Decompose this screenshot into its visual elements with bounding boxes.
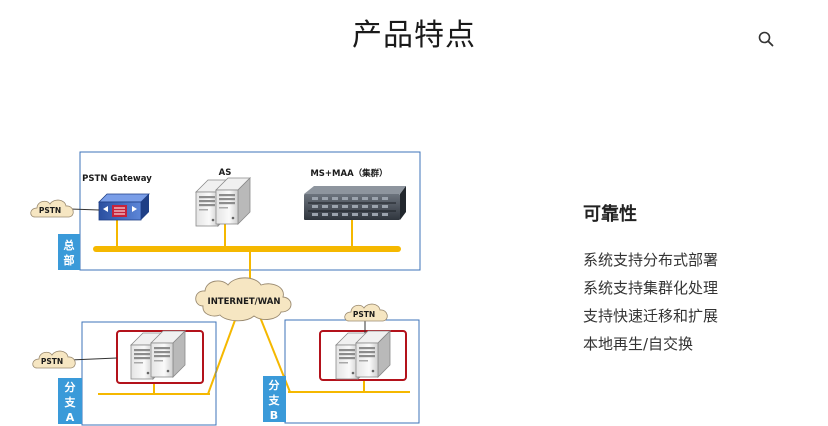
internet-wan-cloud: INTERNET/WAN — [195, 277, 292, 322]
branch-b-label: 分 支 B — [263, 376, 286, 422]
branch-a-pstn-cloud: PSTN — [32, 350, 76, 369]
feature-item: 系统支持集群化处理 — [583, 279, 719, 297]
feature-item: 系统支持分布式部署 — [583, 251, 719, 269]
hq-pstn-link — [69, 208, 100, 211]
hq-label-line-2: 部 — [64, 253, 75, 267]
branch-b-label-line-3: B — [270, 409, 278, 422]
hq-label: 总 部 — [58, 234, 80, 270]
branch-b-server-frame — [319, 330, 407, 381]
as-label: AS — [219, 168, 232, 178]
feature-item: 支持快速迁移和扩展 — [583, 307, 719, 325]
hq-pstn-cloud: PSTN — [30, 199, 74, 218]
branch-a-label-line-2: 支 — [64, 395, 77, 409]
pstn-gateway-device — [98, 193, 150, 221]
branch-a-label: 分 支 A — [58, 378, 82, 424]
svg-text:PSTN: PSTN — [39, 206, 61, 215]
branch-a-servers — [130, 330, 186, 380]
branch-b-servers — [335, 330, 391, 380]
branch-a-pstn-link — [69, 357, 118, 361]
svg-text:INTERNET/WAN: INTERNET/WAN — [208, 297, 281, 307]
svg-text:PSTN: PSTN — [353, 310, 375, 319]
branch-a-server-frame — [116, 330, 204, 384]
page-title: 产品特点 — [352, 18, 476, 53]
pstn-gateway-label: PSTN Gateway — [82, 174, 152, 184]
branch-a-box — [81, 321, 217, 426]
search-button[interactable] — [757, 30, 775, 48]
features-heading: 可靠性 — [583, 204, 637, 225]
branch-b-label-line-1: 分 — [269, 378, 280, 392]
feature-item: 本地再生/自交换 — [583, 335, 694, 353]
ms-rack-cluster — [304, 186, 406, 220]
as-servers — [195, 177, 251, 227]
branch-a-label-line-1: 分 — [65, 380, 76, 394]
features-panel: 可靠性 系统支持分布式部署 系统支持集群化处理 支持快速迁移和扩展 本地再生/自… — [583, 200, 718, 358]
branch-b-label-line-2: 支 — [268, 393, 281, 407]
branch-a-label-line-3: A — [66, 411, 75, 424]
features-list: 系统支持分布式部署 系统支持集群化处理 支持快速迁移和扩展 本地再生/自交换 — [583, 246, 718, 358]
hq-label-line-1: 总 — [64, 238, 75, 252]
svg-text:PSTN: PSTN — [41, 357, 63, 366]
ms-label: MS+MAA（集群） — [310, 168, 387, 179]
search-icon — [758, 31, 774, 47]
branch-b-pstn-cloud: PSTN — [344, 303, 388, 322]
wan-branch-a-link — [207, 311, 239, 395]
